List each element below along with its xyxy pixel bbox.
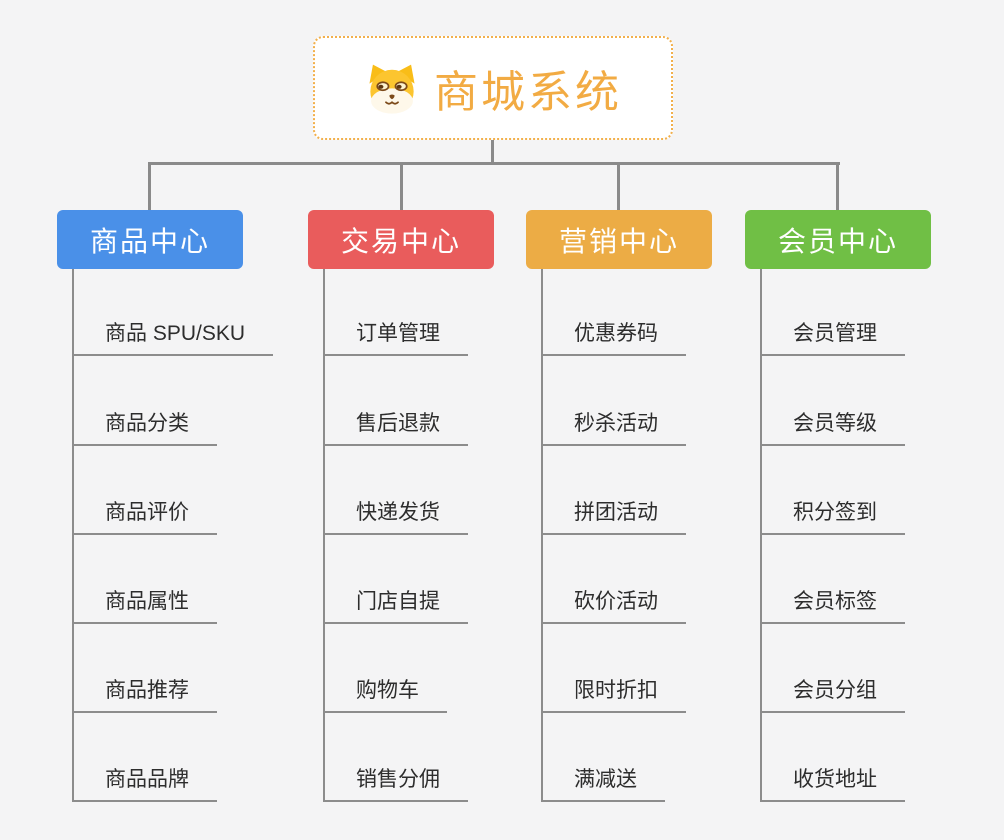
topic-node[interactable]: 会员等级 — [760, 408, 905, 446]
topic-node[interactable]: 购物车 — [323, 675, 447, 713]
topic-node[interactable]: 秒杀活动 — [541, 408, 686, 446]
topic-node[interactable]: 会员标签 — [760, 586, 905, 624]
topic-node[interactable]: 门店自提 — [323, 586, 468, 624]
topic-node[interactable]: 满减送 — [541, 764, 665, 802]
connector-drop-marketing — [617, 162, 620, 210]
topic-node[interactable]: 会员管理 — [760, 318, 905, 356]
topic-node[interactable]: 拼团活动 — [541, 497, 686, 535]
connector-drop-member — [836, 162, 839, 210]
topic-node[interactable]: 商品属性 — [72, 586, 217, 624]
connector-branch-vline — [760, 269, 762, 801]
connector-root-drop — [491, 140, 494, 164]
branch-column-trade: 交易中心 订单管理 售后退款 快递发货 门店自提 购物车 销售分佣 — [308, 210, 568, 822]
topic-node[interactable]: 优惠券码 — [541, 318, 686, 356]
connector-drop-trade — [400, 162, 403, 210]
connector-drop-product — [148, 162, 151, 210]
connector-branch-vline — [72, 269, 74, 801]
topic-node[interactable]: 商品评价 — [72, 497, 217, 535]
topic-node[interactable]: 商品品牌 — [72, 764, 217, 802]
topic-node[interactable]: 商品 SPU/SKU — [72, 318, 274, 356]
branch-node-marketing-center[interactable]: 营销中心 — [526, 210, 712, 269]
connector-branch-vline — [323, 269, 325, 801]
branch-column-marketing: 营销中心 优惠券码 秒杀活动 拼团活动 砍价活动 限时折扣 满减送 — [526, 210, 786, 822]
topic-node[interactable]: 售后退款 — [323, 408, 468, 446]
topic-node[interactable]: 砍价活动 — [541, 586, 686, 624]
root-title: 商城系统 — [434, 68, 622, 117]
root-node-mall-system[interactable]: 商城系统 — [313, 36, 673, 140]
topic-node[interactable]: 积分签到 — [760, 497, 905, 535]
connector-branch-vline — [541, 269, 543, 801]
topic-node[interactable]: 收货地址 — [760, 764, 905, 802]
dog-face-icon — [369, 64, 415, 114]
topic-node[interactable]: 商品分类 — [72, 408, 217, 446]
topic-node[interactable]: 限时折扣 — [541, 675, 686, 713]
branch-node-product-center[interactable]: 商品中心 — [57, 210, 243, 269]
topic-node[interactable]: 订单管理 — [323, 318, 468, 356]
topic-node[interactable]: 商品推荐 — [72, 675, 217, 713]
branch-column-product: 商品中心 商品 SPU/SKU 商品分类 商品评价 商品属性 商品推荐 商品品牌 — [57, 210, 317, 822]
topic-node[interactable]: 销售分佣 — [323, 764, 468, 802]
topic-node[interactable]: 快递发货 — [323, 497, 468, 535]
branch-column-member: 会员中心 会员管理 会员等级 积分签到 会员标签 会员分组 收货地址 — [745, 210, 1004, 822]
branch-node-trade-center[interactable]: 交易中心 — [308, 210, 494, 269]
branch-node-member-center[interactable]: 会员中心 — [745, 210, 931, 269]
topic-node[interactable]: 会员分组 — [760, 675, 905, 713]
connector-trunk-horizontal — [149, 162, 840, 165]
